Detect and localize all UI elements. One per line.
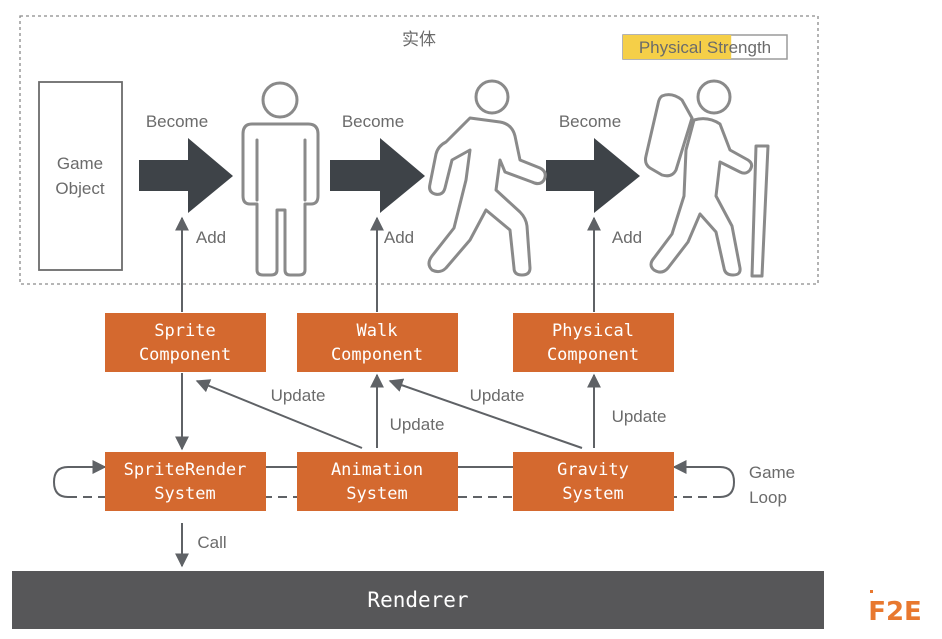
- entity-frame: [19, 15, 819, 285]
- update-label-4: Update: [612, 407, 667, 426]
- logo-text: F2E: [868, 597, 922, 627]
- gravity-system-line2: System: [562, 484, 623, 504]
- update-label-2: Update: [390, 415, 445, 434]
- sprite-render-system-box: SpriteRender System: [105, 452, 266, 511]
- add-label-1: Add: [196, 228, 226, 247]
- gravity-system-line1: Gravity: [557, 460, 629, 480]
- physical-strength-label: Physical Strength: [639, 38, 771, 57]
- game-object-box: Game Object: [38, 81, 123, 271]
- animation-system-box: Animation System: [297, 452, 458, 511]
- game-loop-line2: Loop: [749, 488, 787, 507]
- call-label: Call: [197, 533, 226, 552]
- physical-component-line1: Physical: [552, 321, 634, 341]
- physical-component-box: Physical Component: [513, 313, 674, 372]
- add-label-3: Add: [612, 228, 642, 247]
- game-object-line2: Object: [55, 179, 104, 198]
- arrow-right-icon: [139, 138, 233, 213]
- physical-strength-badge: Physical Strength: [622, 34, 788, 60]
- sprite-component-line1: Sprite: [154, 321, 215, 341]
- entity-title: 实体: [402, 30, 436, 49]
- animation-system-line2: System: [346, 484, 407, 504]
- update-arrow-walk-gravity: [388, 378, 583, 449]
- walk-component-box: Walk Component: [297, 313, 458, 372]
- renderer-label: Renderer: [367, 588, 468, 612]
- become-label-2: Become: [342, 112, 404, 131]
- sprite-render-system-line1: SpriteRender: [124, 460, 247, 480]
- f2e-logo: F2E: [868, 590, 922, 627]
- become-label-3: Become: [559, 112, 621, 131]
- hiker-icon: [644, 79, 770, 278]
- gravity-system-box: Gravity System: [513, 452, 674, 511]
- walk-component-line2: Component: [331, 345, 423, 365]
- person-walking-icon: [427, 79, 547, 277]
- arrow-right-icon: [330, 138, 425, 213]
- update-label-1: Update: [271, 386, 326, 405]
- game-loop-line1: Game: [749, 463, 795, 482]
- become-label-1: Become: [146, 112, 208, 131]
- update-label-3: Update: [470, 386, 525, 405]
- physical-component-line2: Component: [547, 345, 639, 365]
- sprite-component-box: Sprite Component: [105, 313, 266, 372]
- walk-component-line1: Walk: [357, 321, 398, 341]
- animation-system-line1: Animation: [331, 460, 423, 480]
- sprite-render-system-line2: System: [154, 484, 215, 504]
- loop-arrow-icon: [52, 460, 107, 498]
- physical-strength-fill: [623, 35, 732, 59]
- loop-arrow-icon: [672, 460, 736, 498]
- renderer-bar: Renderer: [12, 571, 824, 629]
- person-standing-icon: [241, 81, 320, 277]
- add-label-2: Add: [384, 228, 414, 247]
- game-object-line1: Game: [57, 154, 103, 173]
- update-arrow-sprite: [195, 379, 363, 449]
- sprite-component-line2: Component: [139, 345, 231, 365]
- arrow-right-icon: [546, 138, 640, 213]
